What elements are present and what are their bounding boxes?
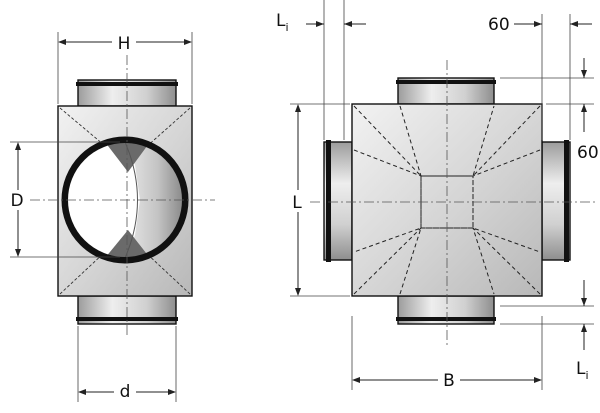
dimension-Li-top: Li xyxy=(276,0,366,140)
dimension-Li-bottom: Li xyxy=(500,280,594,382)
dimension-D: D xyxy=(8,141,120,258)
right-spigot-right xyxy=(541,140,571,262)
left-spigot-right xyxy=(323,140,353,262)
dimension-d: d xyxy=(77,326,177,402)
label-60-horizontal: 60 xyxy=(488,15,510,35)
side-view xyxy=(30,55,215,338)
dimension-60-vertical: 60 xyxy=(500,58,599,163)
label-D: D xyxy=(10,191,23,211)
top-spigot-right xyxy=(396,77,496,105)
label-Li-bottom: Li xyxy=(576,359,589,382)
label-Li-top: Li xyxy=(276,11,289,34)
label-L: L xyxy=(292,193,302,213)
top-spigot-left xyxy=(76,79,178,107)
label-B: B xyxy=(443,371,455,391)
label-H: H xyxy=(118,34,131,54)
dimension-H: H xyxy=(57,32,193,104)
label-d: d xyxy=(120,382,131,402)
dimension-B: B xyxy=(351,316,543,391)
label-60-vertical: 60 xyxy=(577,143,599,163)
bottom-spigot-right xyxy=(396,295,496,325)
dimension-L: L xyxy=(286,103,350,297)
dimension-60-horizontal: 60 xyxy=(488,14,592,140)
front-view xyxy=(310,60,598,345)
